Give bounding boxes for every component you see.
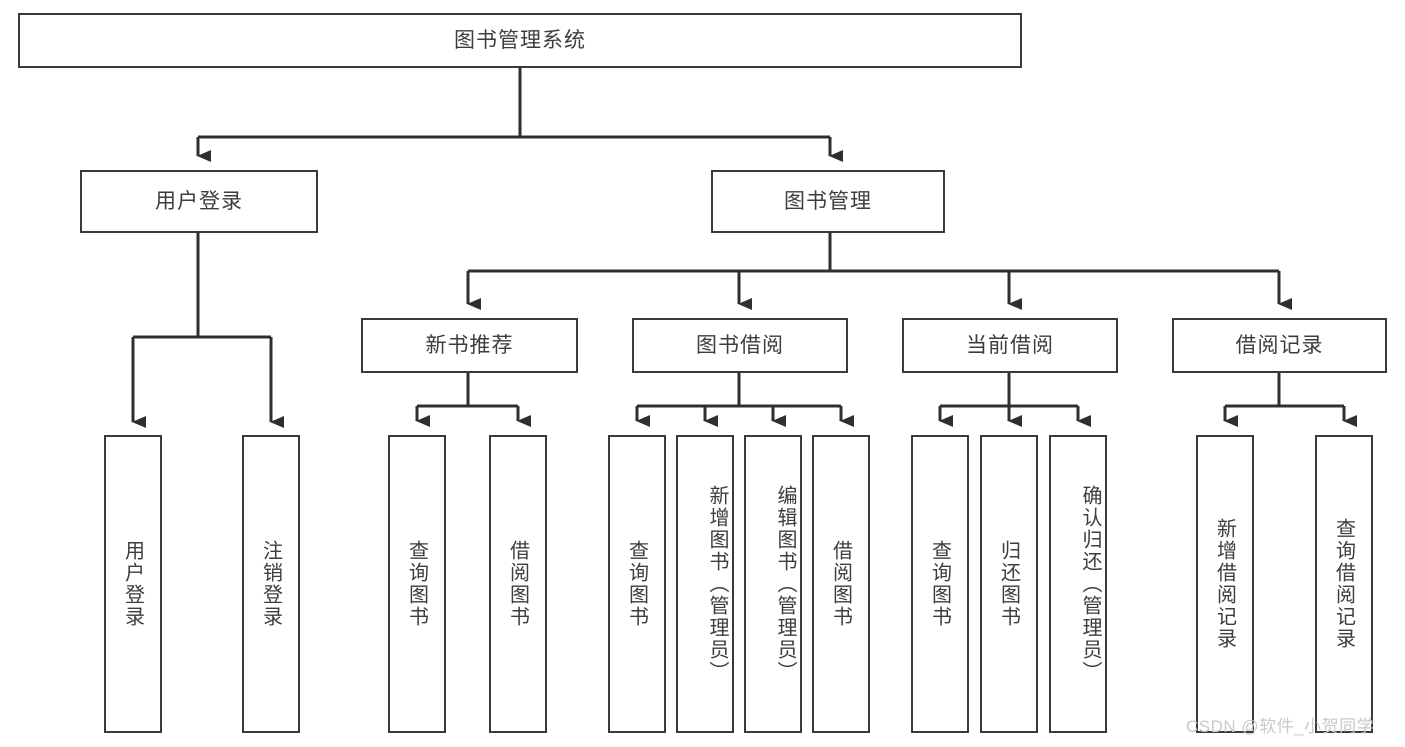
node-leaf-confirm-return[interactable]: 确认归还（管理员） <box>1049 435 1107 733</box>
node-leaf-borrow-book-2[interactable]: 借阅图书 <box>812 435 870 733</box>
node-leaf-query-book-3-label: 查询图书 <box>928 540 951 628</box>
node-leaf-query-record-label: 查询借阅记录 <box>1332 518 1355 650</box>
node-leaf-return-book[interactable]: 归还图书 <box>980 435 1038 733</box>
node-leaf-add-book-label: 新增图书（管理员） <box>706 485 728 683</box>
node-book-borrow[interactable]: 图书借阅 <box>632 318 848 373</box>
node-book-manage[interactable]: 图书管理 <box>711 170 945 233</box>
node-current-borrow[interactable]: 当前借阅 <box>902 318 1118 373</box>
node-leaf-query-record[interactable]: 查询借阅记录 <box>1315 435 1373 733</box>
node-root-label: 图书管理系统 <box>454 28 586 52</box>
node-leaf-confirm-return-label: 确认归还（管理员） <box>1079 485 1101 683</box>
node-user-login[interactable]: 用户登录 <box>80 170 318 233</box>
node-leaf-user-login[interactable]: 用户登录 <box>104 435 162 733</box>
node-leaf-edit-book-label: 编辑图书（管理员） <box>774 485 796 683</box>
node-leaf-add-record[interactable]: 新增借阅记录 <box>1196 435 1254 733</box>
node-borrow-record-label: 借阅记录 <box>1235 333 1324 357</box>
node-leaf-query-book-3[interactable]: 查询图书 <box>911 435 969 733</box>
node-borrow-record[interactable]: 借阅记录 <box>1172 318 1387 373</box>
node-current-borrow-label: 当前借阅 <box>966 333 1054 357</box>
node-leaf-query-book-1[interactable]: 查询图书 <box>388 435 446 733</box>
node-leaf-user-login-label: 用户登录 <box>121 540 144 628</box>
node-leaf-query-book-2-label: 查询图书 <box>625 540 648 628</box>
node-leaf-query-book-1-label: 查询图书 <box>405 540 428 628</box>
node-leaf-add-book[interactable]: 新增图书（管理员） <box>676 435 734 733</box>
node-root[interactable]: 图书管理系统 <box>18 13 1022 68</box>
node-leaf-borrow-book-1[interactable]: 借阅图书 <box>489 435 547 733</box>
node-leaf-logout-login[interactable]: 注销登录 <box>242 435 300 733</box>
node-leaf-borrow-book-1-label: 借阅图书 <box>506 540 529 628</box>
node-leaf-logout-login-label: 注销登录 <box>259 540 282 628</box>
watermark-text: CSDN @软件_小贺同学 <box>1186 717 1375 736</box>
node-new-book-rec[interactable]: 新书推荐 <box>361 318 578 373</box>
node-leaf-borrow-book-2-label: 借阅图书 <box>829 540 852 628</box>
node-book-manage-label: 图书管理 <box>784 189 872 213</box>
node-leaf-return-book-label: 归还图书 <box>997 540 1020 628</box>
node-leaf-edit-book[interactable]: 编辑图书（管理员） <box>744 435 802 733</box>
node-leaf-query-book-2[interactable]: 查询图书 <box>608 435 666 733</box>
node-book-borrow-label: 图书借阅 <box>696 333 784 357</box>
node-leaf-add-record-label: 新增借阅记录 <box>1213 518 1236 650</box>
node-user-login-label: 用户登录 <box>155 189 243 213</box>
node-new-book-rec-label: 新书推荐 <box>425 333 514 357</box>
